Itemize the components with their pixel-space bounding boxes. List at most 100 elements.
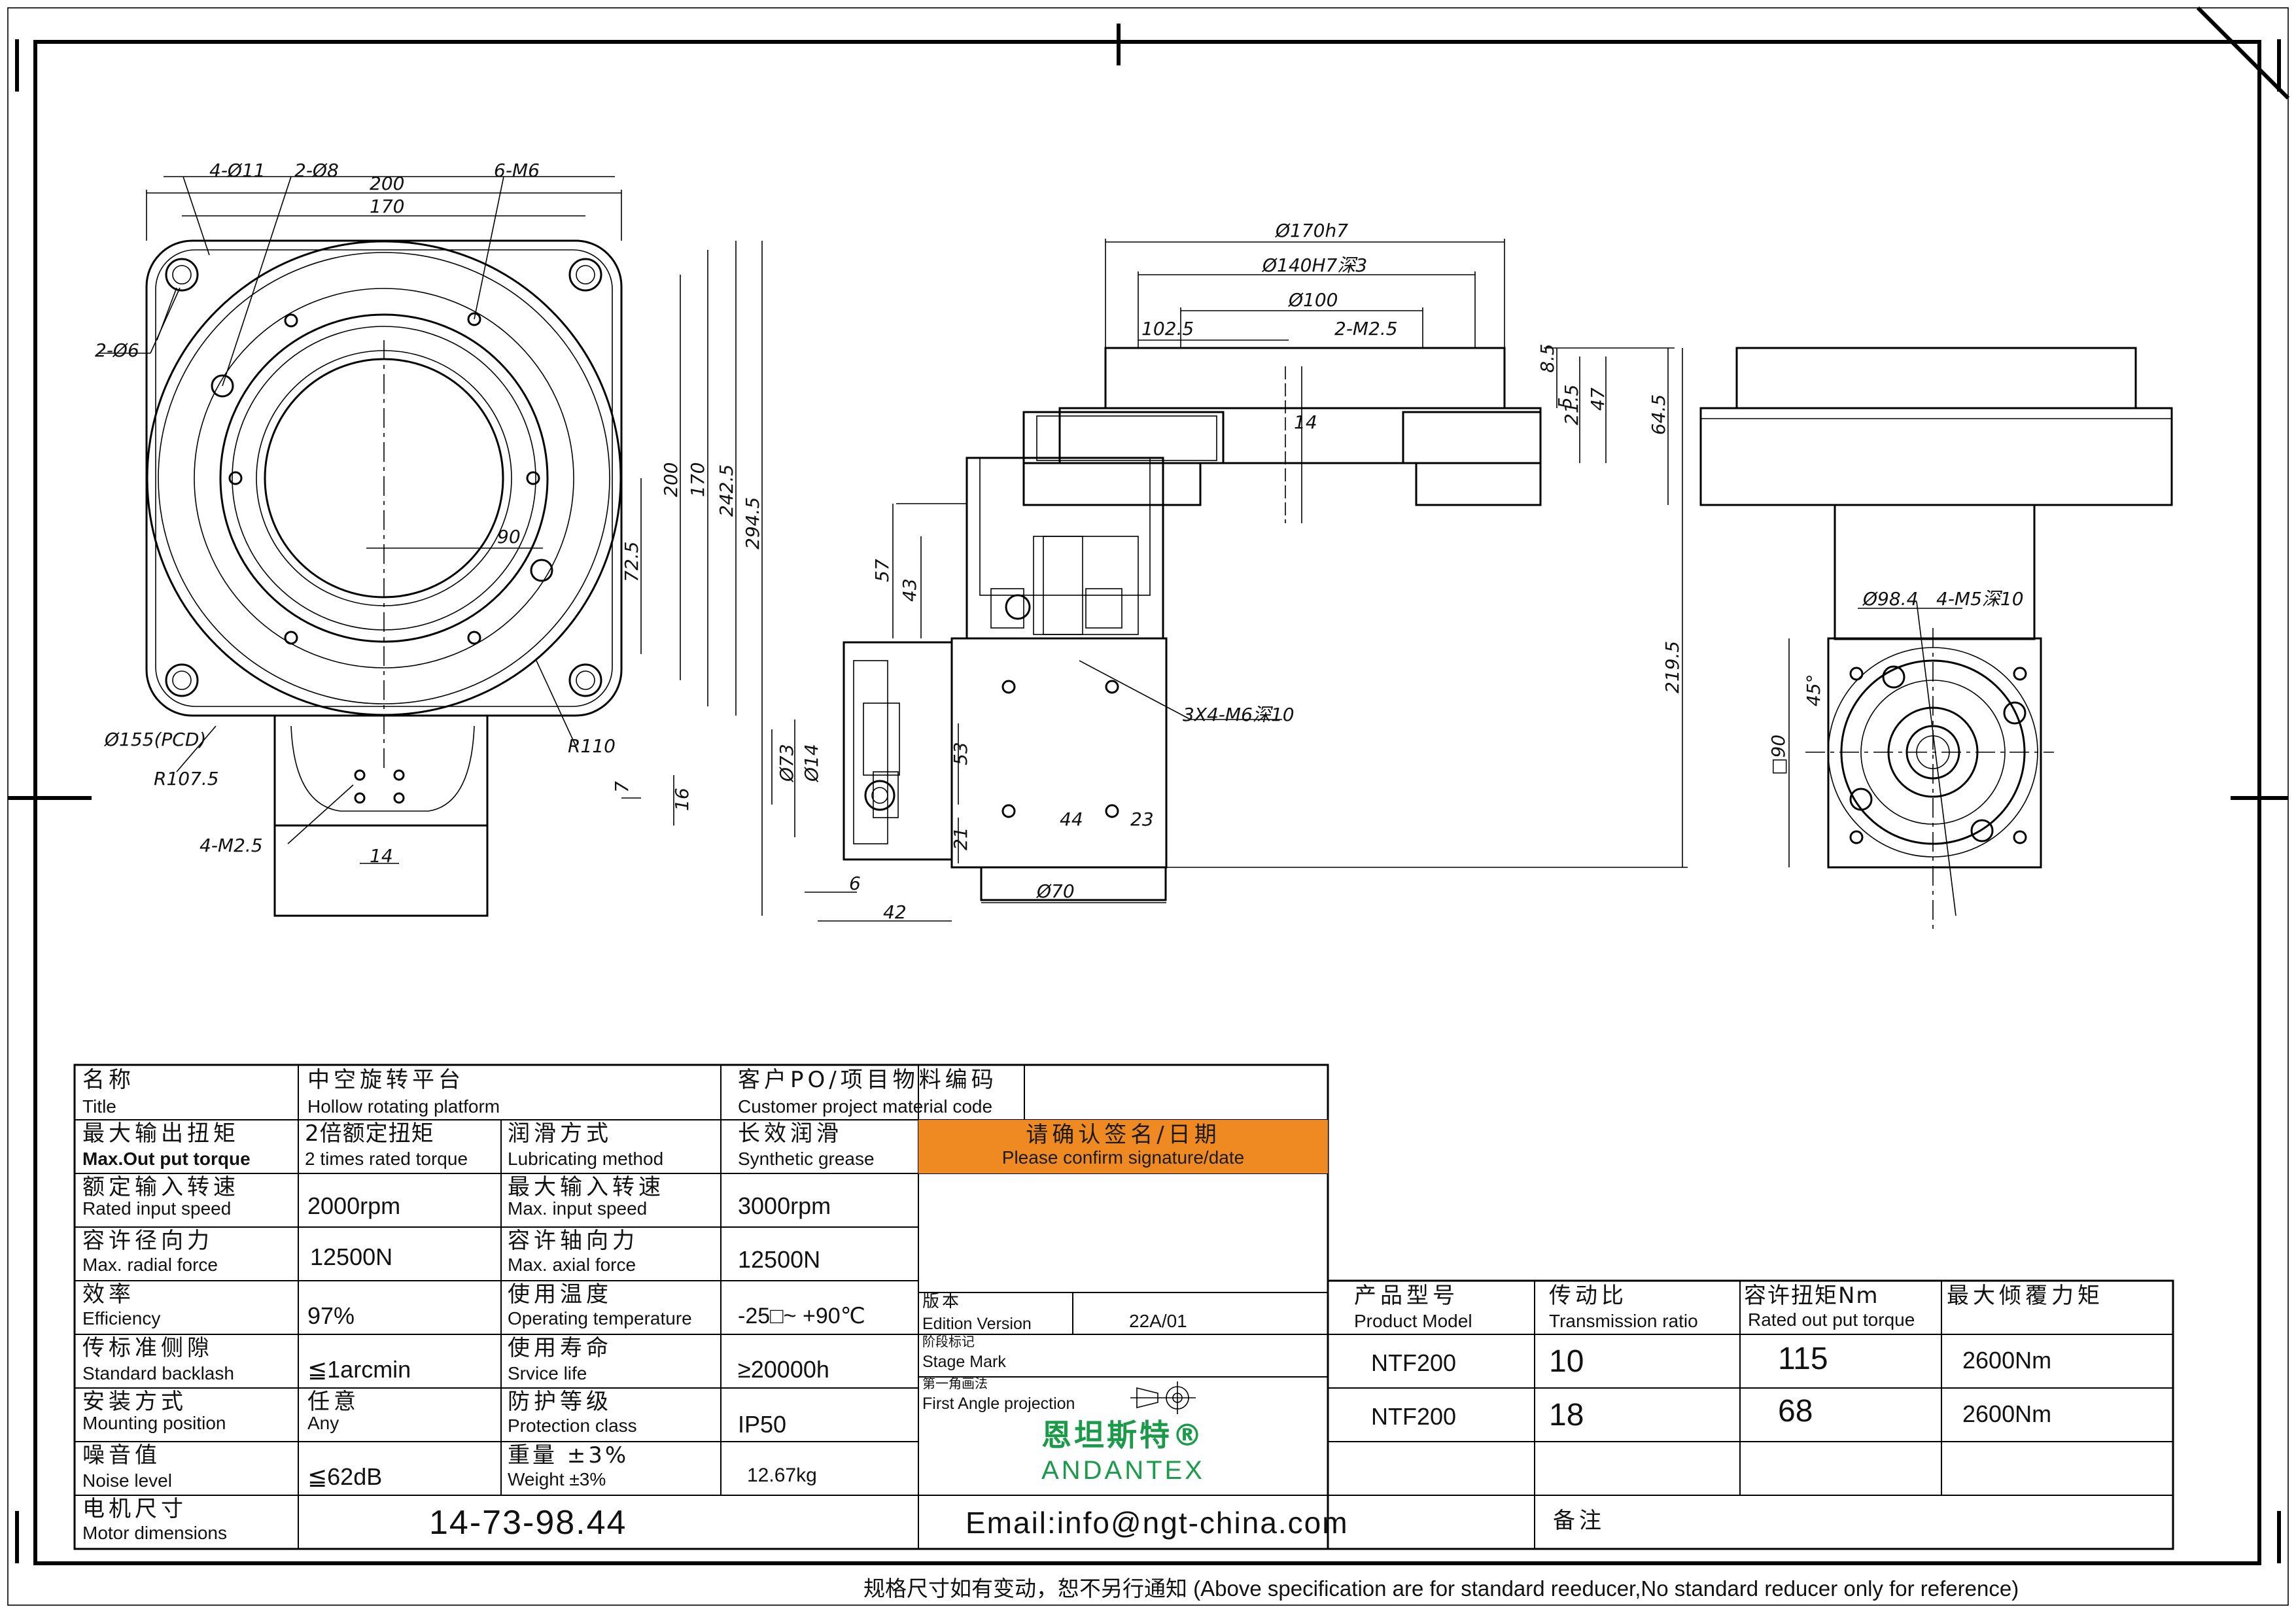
dim-r107-5: R107.5 xyxy=(154,768,219,789)
weight-label-en: Weight ±3% xyxy=(508,1469,606,1489)
edition-label-zh: 版本 xyxy=(922,1292,962,1311)
temperature-label-en: Operating temperature xyxy=(508,1308,692,1328)
dim-r90: 90 xyxy=(497,526,521,547)
dim-102-5: 102.5 xyxy=(1141,318,1194,339)
dim-8-5: 8.5 xyxy=(1537,343,1558,373)
weight-label-zh: 重量 ±3% xyxy=(508,1443,629,1468)
dim-53: 53 xyxy=(950,742,971,765)
dim-3x4-m6: 3X4-M6深10 xyxy=(1183,704,1295,725)
model-row-1-moment: 2600Nm xyxy=(1962,1347,2052,1374)
dim-d98-4: Ø98.4 xyxy=(1862,588,1918,610)
title-label-zh: 名称 xyxy=(82,1067,135,1092)
mounting-value-zh: 任意 xyxy=(307,1389,360,1414)
rated-speed-label-zh: 额定输入转速 xyxy=(82,1175,239,1200)
dim-200-width: 200 xyxy=(370,173,404,194)
lubrication-value-zh: 长效润滑 xyxy=(738,1121,843,1146)
temperature-label-zh: 使用温度 xyxy=(508,1282,612,1307)
front-view: 4-Ø11 2-Ø8 200 170 6-M6 2-Ø6 90 200 170 … xyxy=(95,160,763,917)
mounting-label-en: Mounting position xyxy=(82,1413,226,1433)
dim-r110: R110 xyxy=(568,735,616,757)
service-life-label-zh: 使用寿命 xyxy=(508,1336,612,1361)
motor-label-en: Motor dimensions xyxy=(82,1523,227,1543)
dim-4-m2-5: 4-M2.5 xyxy=(200,835,263,856)
model-header-en: Product Model xyxy=(1354,1311,1472,1331)
model-row-1-model: NTF200 xyxy=(1371,1350,1457,1376)
confirm-label-zh: 请确认签名/日期 xyxy=(1026,1122,1221,1148)
efficiency-label-zh: 效率 xyxy=(82,1282,135,1307)
radial-force-label-en: Max. radial force xyxy=(82,1255,218,1275)
inner-frame xyxy=(33,40,2261,1565)
noise-value: ≦62dB xyxy=(307,1464,383,1490)
dim-64-5: 64.5 xyxy=(1648,394,1669,435)
dim-42: 42 xyxy=(883,901,907,923)
mounting-value-en: Any xyxy=(307,1413,339,1433)
rated-speed-label-en: Rated input speed xyxy=(82,1198,232,1219)
axial-force-label-zh: 容许轴向力 xyxy=(508,1228,638,1253)
dim-4-m5: 4-M5深10 xyxy=(1936,588,2024,610)
weight-value: 12.67kg xyxy=(747,1465,817,1486)
radial-force-label-zh: 容许径向力 xyxy=(82,1228,213,1253)
dim-2-m2-5: 2-M2.5 xyxy=(1334,318,1398,339)
spec-table-grid xyxy=(73,1064,2174,1550)
axial-force-label-en: Max. axial force xyxy=(508,1255,636,1275)
dim-side-14: 14 xyxy=(1294,411,1317,433)
torque-header-zh: 容许扭矩Nm xyxy=(1744,1283,1879,1308)
stage-label-zh: 阶段标记 xyxy=(922,1334,975,1349)
po-label-zh: 客户PO/项目物料编码 xyxy=(738,1067,998,1092)
mounting-label-zh: 安装方式 xyxy=(82,1389,187,1414)
lubrication-label-zh: 润滑方式 xyxy=(508,1121,612,1146)
dim-d100: Ø100 xyxy=(1288,289,1338,311)
model-row-1-torque: 115 xyxy=(1778,1342,1828,1376)
dim-57: 57 xyxy=(871,559,893,582)
dim-6: 6 xyxy=(849,873,861,894)
max-speed-value: 3000rpm xyxy=(738,1193,831,1219)
dim-219-5: 219.5 xyxy=(1661,641,1683,693)
lubrication-label-en: Lubricating method xyxy=(508,1149,664,1169)
dim-16: 16 xyxy=(671,788,693,811)
model-header-zh: 产品型号 xyxy=(1354,1283,1459,1308)
footer-disclaimer: 规格尺寸如有变动，恕不另行通知 (Above specification are… xyxy=(863,1576,2019,1601)
model-row-2-torque: 68 xyxy=(1778,1394,1813,1429)
dim-7: 7 xyxy=(611,781,633,793)
noise-label-zh: 噪音值 xyxy=(82,1443,161,1468)
edition-label-en: Edition Version xyxy=(922,1315,1032,1333)
brand-logo-en: ANDANTEX xyxy=(1041,1456,1205,1485)
protection-label-zh: 防护等级 xyxy=(508,1389,612,1414)
radial-force-value: 12500N xyxy=(310,1244,393,1270)
confirm-signature-box[interactable]: 请确认签名/日期 Please confirm signature/date xyxy=(918,1120,1328,1173)
backlash-value: ≦1arcmin xyxy=(307,1357,411,1383)
ratio-header-zh: 传动比 xyxy=(1549,1283,1627,1308)
lubrication-value-en: Synthetic grease xyxy=(738,1149,875,1169)
dim-14: 14 xyxy=(370,845,393,867)
dim-23: 23 xyxy=(1130,808,1154,830)
side-view: Ø170h7 Ø140H7深3 Ø100 102.5 2-M2.5 8.5 21… xyxy=(771,220,1688,923)
dim-170-height: 170 xyxy=(687,462,708,497)
first-angle-symbol xyxy=(1130,1381,1196,1414)
dim-d14: Ø14 xyxy=(801,744,822,782)
max-torque-value-en: 2 times rated torque xyxy=(305,1149,468,1169)
max-speed-label-en: Max. input speed xyxy=(508,1198,648,1219)
dim-47: 47 xyxy=(1587,387,1609,411)
service-life-value: ≥20000h xyxy=(738,1357,829,1383)
dim-45deg: 45° xyxy=(1803,674,1824,706)
dim-d170h7: Ø170h7 xyxy=(1275,220,1348,241)
dim-72-5: 72.5 xyxy=(621,542,642,582)
axial-force-value: 12500N xyxy=(738,1247,821,1273)
dim-2-d8: 2-Ø8 xyxy=(294,160,339,181)
po-label-en: Customer project material code xyxy=(738,1096,993,1117)
backlash-label-zh: 传标准侧隙 xyxy=(82,1336,213,1361)
ratio-header-en: Transmission ratio xyxy=(1549,1311,1698,1331)
protection-label-en: Protection class xyxy=(508,1415,637,1436)
max-torque-label-zh: 最大输出扭矩 xyxy=(82,1121,239,1146)
motor-label-zh: 电机尺寸 xyxy=(82,1497,187,1521)
stage-label-en: Stage Mark xyxy=(922,1353,1006,1371)
max-torque-label-en: Max.Out put torque xyxy=(82,1149,251,1169)
dim-43: 43 xyxy=(899,578,920,602)
contact-email[interactable]: Email:info@ngt-china.com xyxy=(965,1506,1349,1540)
product-name-zh: 中空旋转平台 xyxy=(307,1067,464,1092)
model-row-2-ratio: 18 xyxy=(1549,1398,1584,1432)
tilting-moment-header-zh: 最大倾覆力矩 xyxy=(1947,1283,2104,1308)
motor-dimensions-value: 14-73-98.44 xyxy=(429,1504,627,1542)
model-row-2-moment: 2600Nm xyxy=(1962,1401,2052,1427)
